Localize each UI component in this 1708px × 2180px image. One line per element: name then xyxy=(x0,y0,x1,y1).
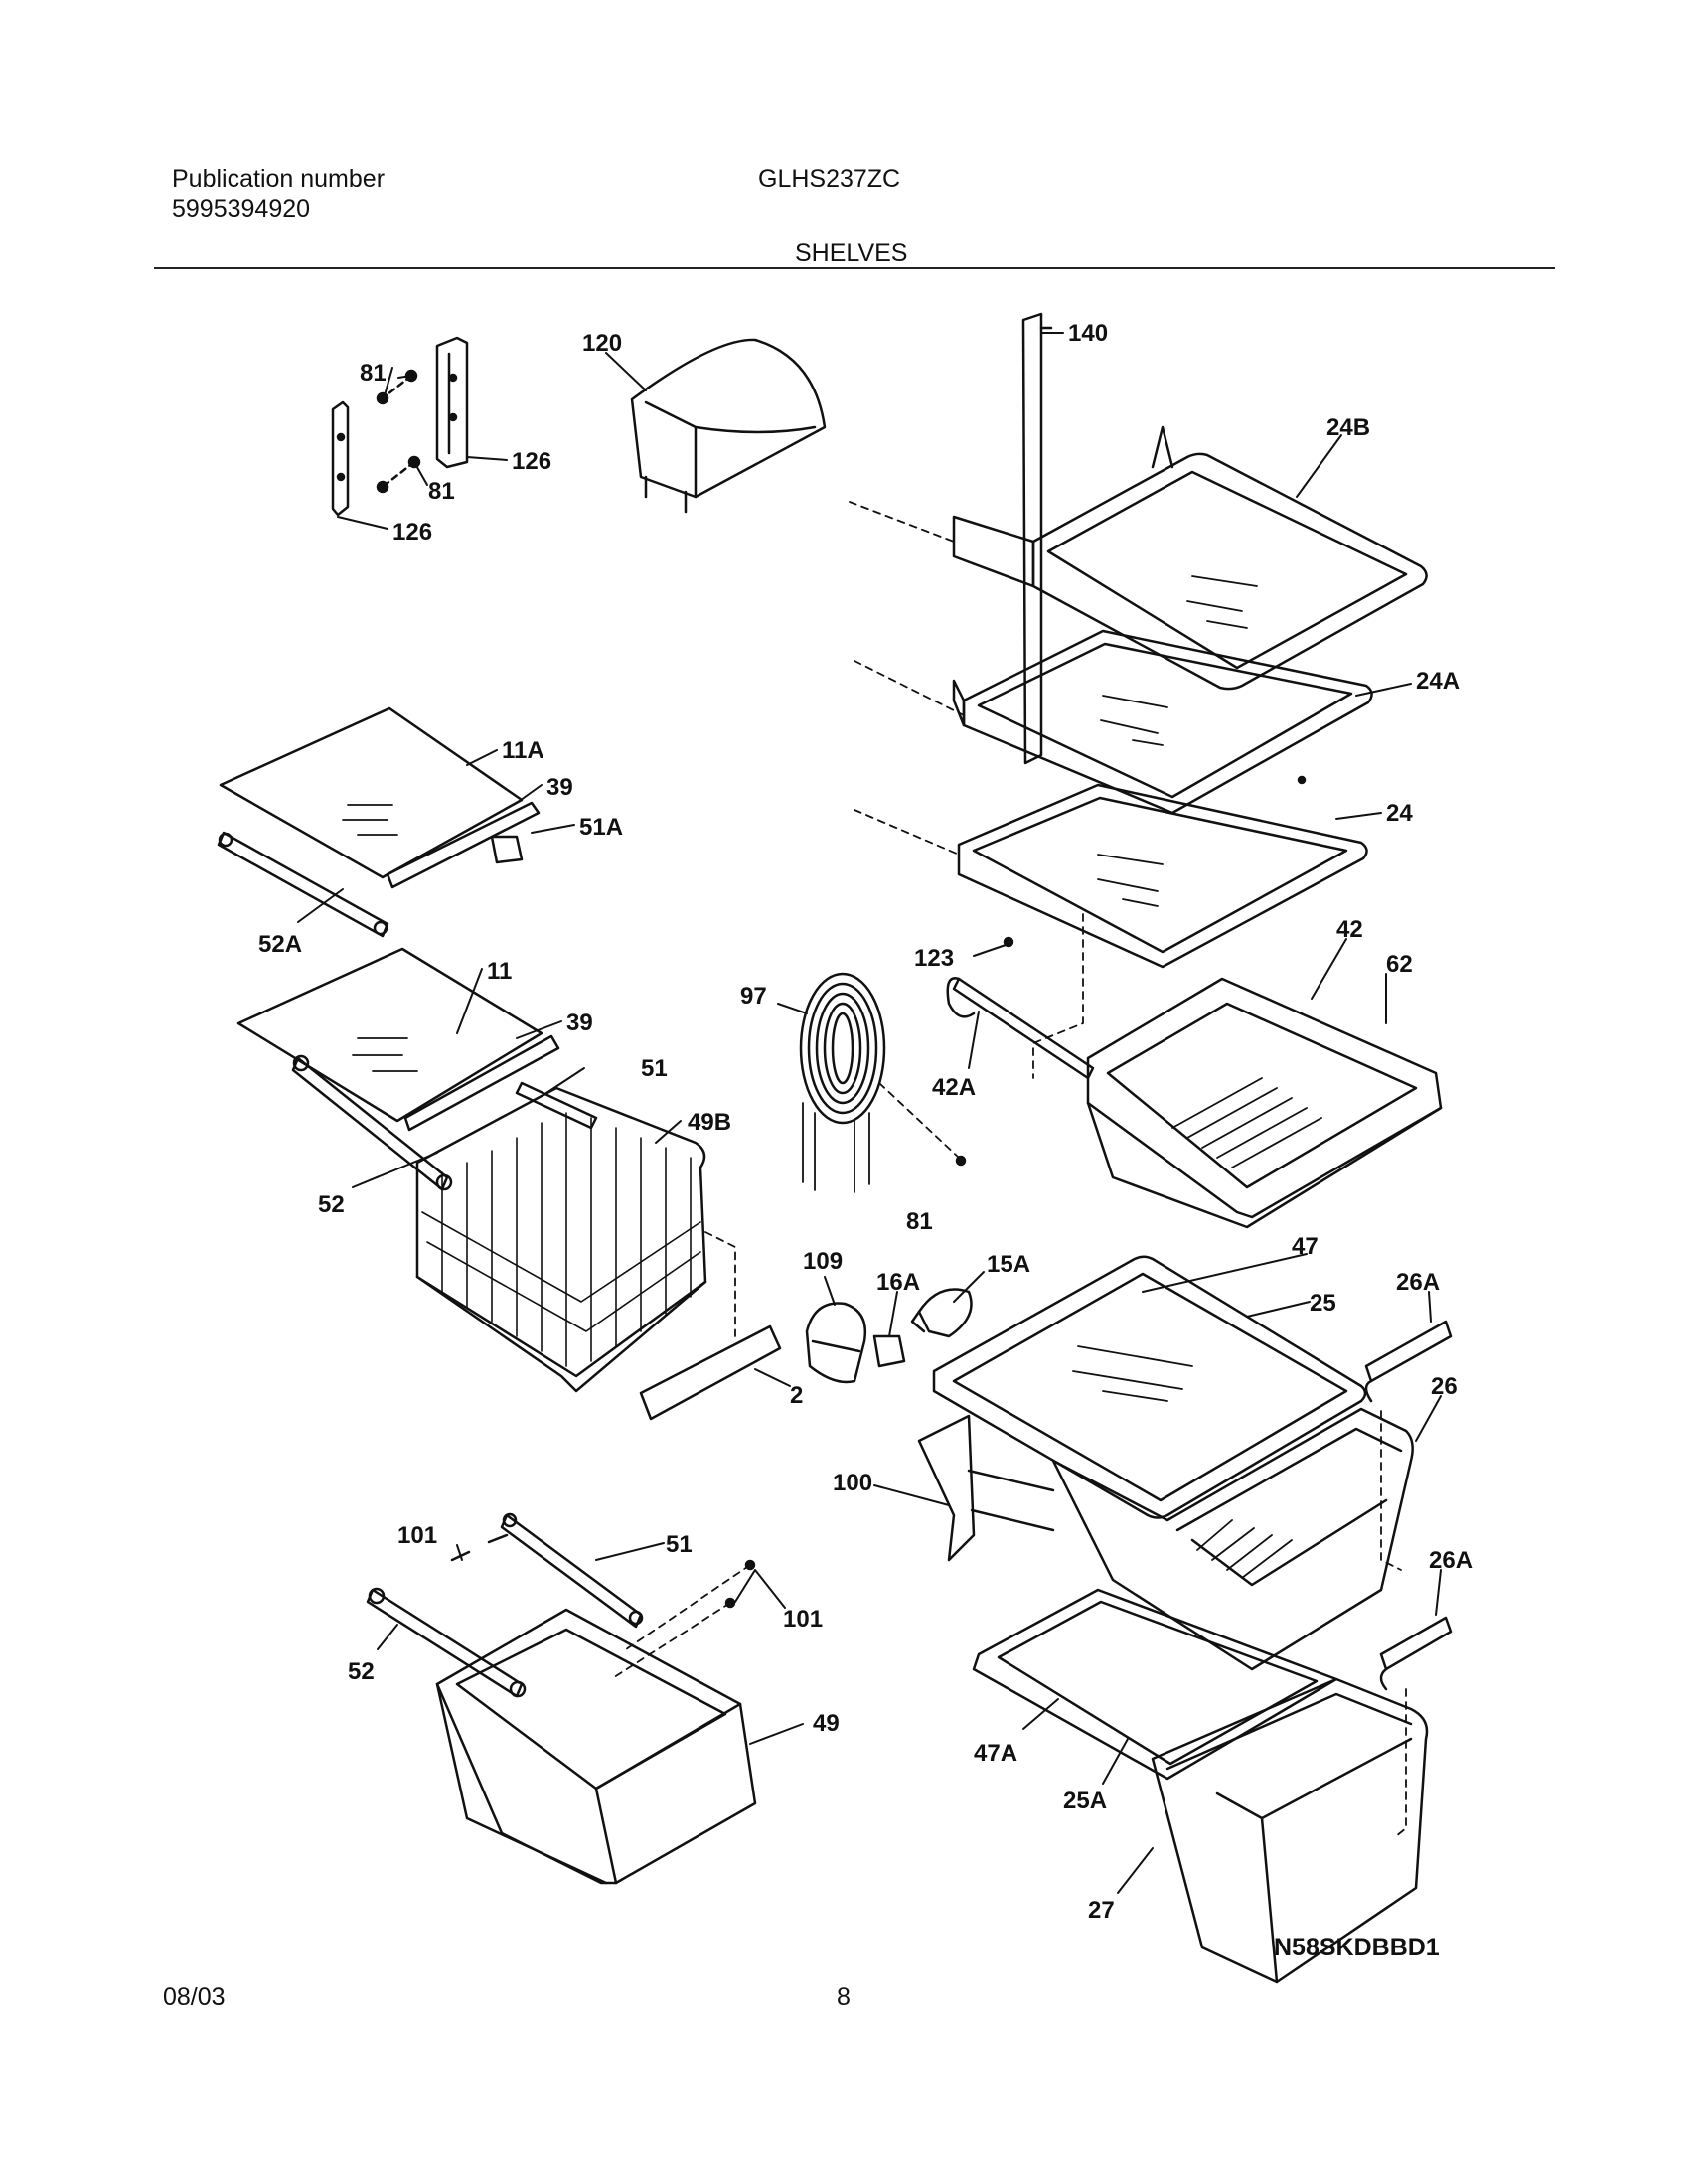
label-47A: 47A xyxy=(974,1740,1017,1767)
label-101: 101 xyxy=(397,1522,437,1549)
label-51A: 51A xyxy=(579,814,623,841)
crisper-42 xyxy=(1086,977,1443,1229)
footer-date: 08/03 xyxy=(163,1983,226,2011)
label-126: 126 xyxy=(512,448,551,475)
pan-26 xyxy=(1051,1407,1414,1671)
label-52: 52 xyxy=(318,1191,345,1218)
label-39: 39 xyxy=(566,1010,593,1036)
panel-100 xyxy=(917,1414,1055,1562)
label-140: 140 xyxy=(1068,320,1108,347)
label-39: 39 xyxy=(546,774,573,801)
label-81: 81 xyxy=(906,1208,933,1235)
label-97: 97 xyxy=(740,983,767,1010)
shelf-24A xyxy=(854,629,1373,815)
slide-51-lower xyxy=(500,1512,644,1629)
shelf-24B xyxy=(849,425,1428,691)
label-27: 27 xyxy=(1088,1897,1115,1924)
bracket-126-left xyxy=(331,400,350,517)
label-109: 109 xyxy=(803,1248,843,1275)
label-26A: 26A xyxy=(1429,1547,1473,1574)
label-126: 126 xyxy=(392,519,432,545)
diagram-code: N58SKDBBD1 xyxy=(1274,1934,1440,1961)
pan-49 xyxy=(435,1608,757,1885)
section-title: SHELVES xyxy=(795,239,908,267)
label-52A: 52A xyxy=(258,931,302,958)
slide-52-lower xyxy=(366,1587,527,1698)
label-42A: 42A xyxy=(932,1074,976,1101)
slide-52 xyxy=(291,1054,453,1191)
bracket-42A xyxy=(946,913,1095,1080)
screws-101 xyxy=(450,1533,756,1680)
label-62: 62 xyxy=(1386,951,1413,978)
label-52: 52 xyxy=(348,1658,375,1685)
label-26: 26 xyxy=(1431,1373,1458,1400)
screws-81 xyxy=(376,369,421,494)
label-24: 24 xyxy=(1386,800,1413,827)
header-rule xyxy=(154,267,1555,269)
bulb-15A xyxy=(910,1288,973,1338)
light-housing-109 xyxy=(805,1302,867,1384)
coil-97 xyxy=(799,972,967,1193)
bracket-126-right xyxy=(435,336,469,469)
socket-16A xyxy=(872,1334,906,1368)
label-24A: 24A xyxy=(1416,668,1460,695)
label-11: 11 xyxy=(487,958,512,985)
label-100: 100 xyxy=(833,1470,872,1496)
support-26A-lower xyxy=(1379,1616,1453,1837)
label-24B: 24B xyxy=(1326,414,1370,441)
label-26A: 26A xyxy=(1396,1269,1440,1296)
label-11A: 11A xyxy=(502,737,544,764)
label-123: 123 xyxy=(914,945,954,972)
leader-lines xyxy=(297,332,1442,1894)
publication-label: Publication number xyxy=(172,165,386,193)
label-51: 51 xyxy=(641,1055,668,1082)
label-25A: 25A xyxy=(1063,1788,1107,1814)
shelf-47 xyxy=(932,1255,1367,1519)
rail-140 xyxy=(1021,312,1053,765)
slide-51 xyxy=(515,1081,598,1130)
slide-52A xyxy=(217,831,389,938)
shelf-24 xyxy=(854,775,1368,969)
publication-number: 5995394920 xyxy=(172,195,311,223)
page-number: 8 xyxy=(837,1983,851,2011)
support-26A-upper xyxy=(1364,1320,1453,1571)
label-42: 42 xyxy=(1336,916,1363,943)
shelf-11 xyxy=(236,947,560,1132)
label-120: 120 xyxy=(582,330,622,357)
model-number: GLHS237ZC xyxy=(758,165,901,193)
wire-basket-49B xyxy=(415,1086,736,1393)
label-2: 2 xyxy=(790,1382,803,1409)
label-47: 47 xyxy=(1292,1233,1319,1260)
trim-2 xyxy=(639,1324,782,1421)
part-labels: 81 81 126 126 120 140 24B 24A 24 11A 39 … xyxy=(258,320,1473,1924)
label-49B: 49B xyxy=(688,1109,731,1136)
shelf-11A xyxy=(219,706,541,889)
drawer-27 xyxy=(1151,1677,1429,1984)
bin-120 xyxy=(630,338,827,514)
label-25: 25 xyxy=(1310,1290,1336,1317)
cover-47A xyxy=(972,1588,1338,1781)
label-81: 81 xyxy=(360,360,387,387)
label-51: 51 xyxy=(666,1531,693,1558)
label-16A: 16A xyxy=(876,1269,920,1296)
label-101: 101 xyxy=(783,1606,823,1633)
label-15A: 15A xyxy=(987,1251,1030,1278)
label-81: 81 xyxy=(428,478,455,505)
label-49: 49 xyxy=(813,1710,840,1737)
